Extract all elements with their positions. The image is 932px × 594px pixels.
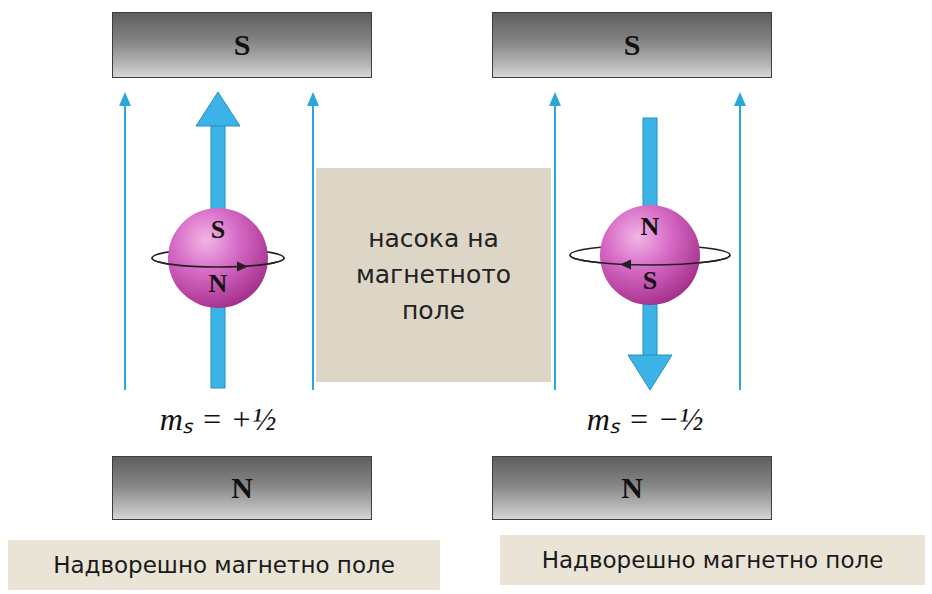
spin-quantum-number: mₛ = −½ <box>587 396 703 439</box>
spin-quantum-number: mₛ = +½ <box>160 396 276 439</box>
caption-box: Надворешно магнетно поле <box>8 540 440 590</box>
pole-letter: S <box>168 216 268 244</box>
field-direction-box: насока на магнетното поле <box>316 168 551 382</box>
box-text: Надворешно магнетно поле <box>53 552 395 578</box>
pole-letter: N <box>621 471 643 505</box>
pole-letter: S <box>234 28 251 62</box>
magnet-pole: S <box>112 12 372 78</box>
box-text: насока на магнетното поле <box>354 221 514 329</box>
electron-sphere: SN <box>168 208 268 308</box>
magnet-pole: N <box>492 456 772 520</box>
magnet-pole: N <box>112 456 372 520</box>
pole-letter: N <box>168 270 268 298</box>
electron-sphere: NS <box>600 205 700 305</box>
caption-box: Надворешно магнетно поле <box>500 535 925 585</box>
pole-letter: N <box>600 213 700 241</box>
pole-letter: S <box>600 267 700 295</box>
magnet-pole: S <box>492 12 772 78</box>
pole-letter: N <box>231 471 253 505</box>
pole-letter: S <box>624 28 641 62</box>
box-text: Надворешно магнетно поле <box>542 547 884 573</box>
